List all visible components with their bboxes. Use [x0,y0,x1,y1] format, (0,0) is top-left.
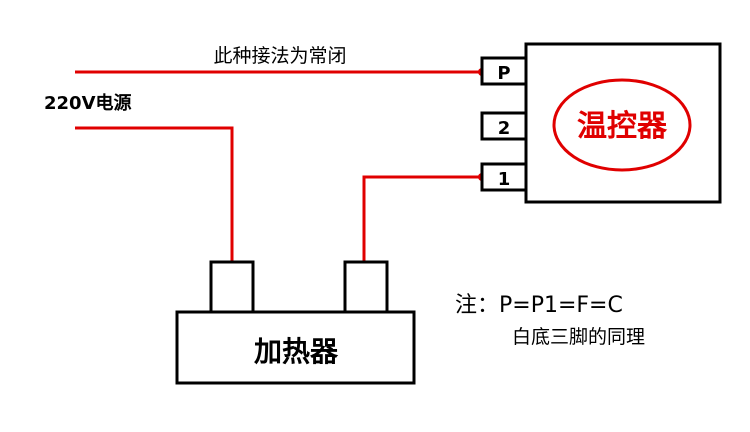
note-line-2: 白底三脚的同理 [512,326,645,348]
terminal-1 [480,162,528,192]
controller-box [524,42,722,204]
heater-terminal-right [343,260,389,314]
heater-label: 加热器 [254,335,339,368]
terminal-p [480,56,528,86]
terminal-2 [480,111,528,141]
terminal-1-label: 1 [498,169,511,190]
controller-ellipse [552,78,692,172]
terminal-2-label: 2 [498,118,511,139]
power-label: 220V电源 [44,92,132,114]
heater-box [175,310,416,385]
top-wire-label: 此种接法为常闭 [213,45,346,67]
note-line-1: 注：P=P1=F=C [455,293,623,318]
wire-to-terminal-1 [362,175,482,262]
wire-to-heater-left [75,126,234,262]
controller-label: 温控器 [577,109,668,144]
heater-terminal-left [209,260,255,314]
terminal-p-label: P [497,63,510,84]
